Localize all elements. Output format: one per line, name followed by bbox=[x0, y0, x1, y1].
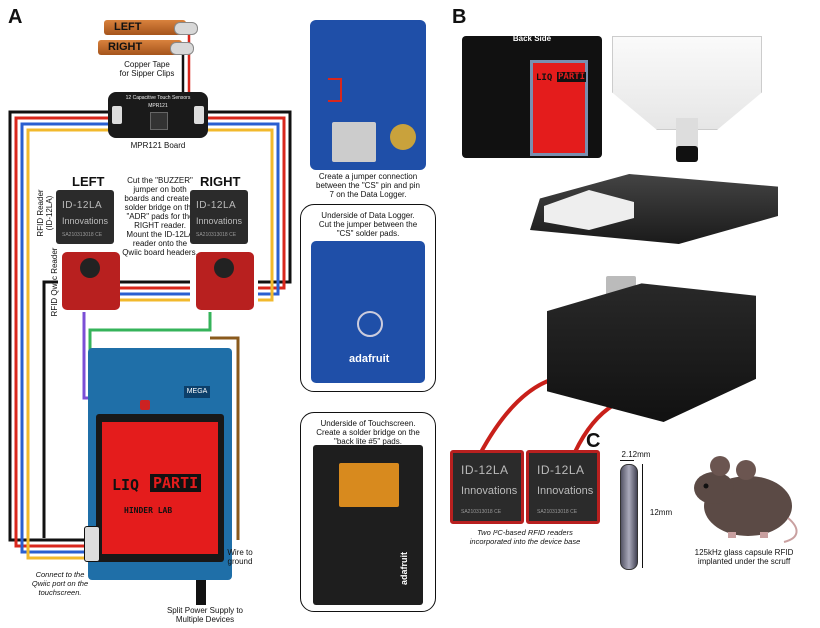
underside-logger-caption: Underside of Data Logger. Cut the jumper… bbox=[318, 211, 418, 238]
buzzer-jumper-note: Cut the "BUZZER" jumper on both boards a… bbox=[122, 176, 198, 257]
mpr121-chip-icon bbox=[150, 112, 168, 130]
two-readers-caption: Two I²C-based RFID readers incorporated … bbox=[469, 528, 581, 546]
sipper-clip-icon bbox=[170, 42, 194, 55]
rfid-brand: Innovations bbox=[62, 216, 109, 226]
reader-left-label: LEFT bbox=[72, 174, 105, 189]
qwiic-port-icon bbox=[194, 106, 204, 124]
sipper-wires bbox=[181, 30, 191, 100]
rfid-serial: SA210313018 CE bbox=[461, 509, 502, 515]
sipper-cap-icon bbox=[676, 146, 698, 162]
rfid-reader-side-caption: RFID Reader (ID-12LA) bbox=[36, 189, 54, 237]
copper-tape-right: RIGHT bbox=[98, 40, 194, 55]
left-bus-wires bbox=[8, 110, 108, 560]
mega-label: MEGA bbox=[184, 386, 210, 398]
reader-right-label: RIGHT bbox=[200, 174, 241, 189]
rfid-qwiic-side-caption: RFID Qwiic Reader bbox=[50, 247, 59, 317]
underside-touch-box: Underside of Touchscreen. Create a solde… bbox=[300, 412, 436, 612]
jumper-wire-icon bbox=[328, 78, 342, 102]
reader-link-wires bbox=[42, 280, 190, 538]
width-dimension-line bbox=[620, 460, 634, 461]
qwiic-reader-right bbox=[196, 252, 254, 310]
rfid-serial: SA210313018 CE bbox=[196, 232, 237, 238]
rfid-brand: Innovations bbox=[537, 485, 594, 497]
ground-wire bbox=[210, 336, 240, 540]
rfid-model: ID-12LA bbox=[537, 463, 585, 477]
screen-logo-liq: LIQ bbox=[112, 476, 140, 494]
rfid-serial: SA210313018 CE bbox=[62, 232, 103, 238]
rfid-brand: Innovations bbox=[461, 485, 518, 497]
touchscreen-display: LIQ PARTI HINDER LAB bbox=[102, 422, 218, 554]
mpr121-caption: MPR121 Board bbox=[130, 141, 186, 150]
coin-battery-icon bbox=[390, 124, 416, 150]
right-bus-wires bbox=[208, 110, 292, 302]
touchscreen-qwiic-port bbox=[84, 526, 100, 562]
sipper-clip-icon bbox=[174, 22, 198, 35]
screen-logo-sub: HINDER LAB bbox=[124, 506, 173, 515]
mpr121-chip-title: 12 Capacitive Touch Sensors bbox=[125, 95, 191, 101]
screen-logo-parti: PARTI bbox=[150, 474, 202, 492]
power-supply-caption: Split Power Supply to Multiple Devices bbox=[166, 606, 244, 624]
copper-tape-right-label: RIGHT bbox=[108, 41, 143, 53]
rfid-model: ID-12LA bbox=[196, 200, 237, 211]
ribbon-cable-icon bbox=[339, 463, 399, 507]
underside-touch-caption: Underside of Touchscreen. Create a solde… bbox=[316, 419, 420, 446]
battery-outline-icon bbox=[357, 311, 383, 337]
base-rfid-reader-right: ID-12LA Innovations SA210313018 CE bbox=[526, 450, 600, 524]
implant-caption: 125kHz glass capsule RFID implanted unde… bbox=[694, 548, 794, 566]
back-logo-parti: PARTI bbox=[557, 72, 587, 82]
rfid-model: ID-12LA bbox=[62, 200, 103, 211]
copper-tape-left: LEFT bbox=[104, 20, 198, 35]
length-dimension-line bbox=[642, 464, 643, 568]
bottle-neck bbox=[676, 118, 698, 148]
qwiic-reader-left bbox=[62, 252, 120, 310]
mpr121-chip-name: MPR121 bbox=[148, 103, 168, 109]
copper-tape-caption: Copper Tape for Sipper Clips bbox=[119, 60, 175, 78]
panel-label-a: A bbox=[8, 6, 23, 28]
glass-capsule-rfid bbox=[620, 464, 638, 570]
rfid-module-right: ID-12LA Innovations SA210313018 CE bbox=[190, 190, 248, 244]
rfid-module-left: ID-12LA Innovations SA210313018 CE bbox=[56, 190, 114, 244]
data-logger-top bbox=[310, 20, 426, 170]
touchscreen-underside: adafruit bbox=[313, 445, 423, 605]
underside-logger-box: Underside of Data Logger. Cut the jumper… bbox=[300, 204, 436, 392]
adafruit-logo: adafruit bbox=[349, 353, 390, 365]
qwiic-port-caption: Connect to the Qwiic port on the touchsc… bbox=[31, 570, 89, 597]
touchscreen: LIQ PARTI HINDER LAB bbox=[96, 414, 224, 562]
mpr121-board: 12 Capacitive Touch Sensors MPR121 bbox=[108, 92, 208, 138]
rfid-model: ID-12LA bbox=[461, 463, 509, 477]
qwiic-port-icon bbox=[112, 106, 122, 124]
buzzer-icon bbox=[214, 258, 234, 278]
mouse-illustration bbox=[694, 456, 798, 543]
reset-button-icon bbox=[140, 400, 150, 410]
buzzer-icon bbox=[80, 258, 100, 278]
adafruit-logo-touch: adafruit bbox=[399, 551, 409, 585]
capsule-width-label: 2.12mm bbox=[621, 450, 651, 459]
device-back-side: Back Side LIQ PARTI bbox=[462, 34, 602, 158]
copper-tape-left-label: LEFT bbox=[114, 21, 142, 33]
power-cable bbox=[196, 575, 206, 605]
ground-caption: Wire to ground bbox=[227, 548, 253, 566]
back-logo-liq: LIQ bbox=[536, 73, 553, 83]
back-side-label: Back Side bbox=[512, 34, 552, 43]
panel-label-b: B bbox=[452, 6, 467, 28]
rfid-brand: Innovations bbox=[196, 216, 243, 226]
panel-label-c: C bbox=[586, 430, 601, 452]
rfid-serial: SA210313018 CE bbox=[537, 509, 578, 515]
device-back-screen: LIQ PARTI bbox=[530, 60, 588, 156]
capsule-length-label: 12mm bbox=[649, 508, 673, 517]
base-rfid-reader-left: ID-12LA Innovations SA210313018 CE bbox=[450, 450, 524, 524]
jumper-cs-caption: Create a jumper connection between the "… bbox=[316, 172, 420, 199]
data-logger-underside: adafruit bbox=[311, 241, 425, 383]
sd-card-slot-icon bbox=[332, 122, 376, 162]
